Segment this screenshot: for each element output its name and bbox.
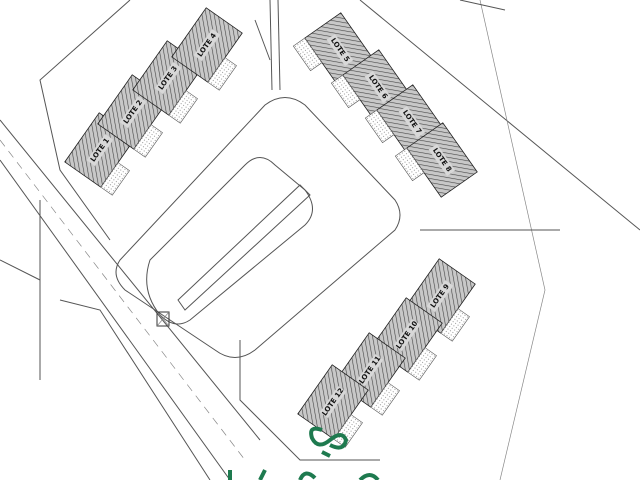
central-parking [115, 97, 401, 358]
lot-yard [133, 124, 163, 158]
lot-yard [292, 37, 323, 72]
lot-yard [394, 147, 425, 182]
lot-yard [100, 162, 130, 196]
lot-yard [407, 347, 437, 381]
lot-12: LOTE 12 [297, 364, 369, 448]
lot-yard [330, 74, 361, 109]
lot-yard [440, 308, 470, 342]
lot-yard [168, 90, 198, 124]
lot-yard [370, 382, 400, 416]
lot-yard [333, 414, 363, 448]
lot-8: LOTE 8 [394, 122, 478, 198]
logo [228, 426, 380, 480]
lot-4: LOTE 4 [171, 7, 243, 91]
lot-yard [207, 57, 237, 91]
lot-yard [364, 109, 395, 144]
